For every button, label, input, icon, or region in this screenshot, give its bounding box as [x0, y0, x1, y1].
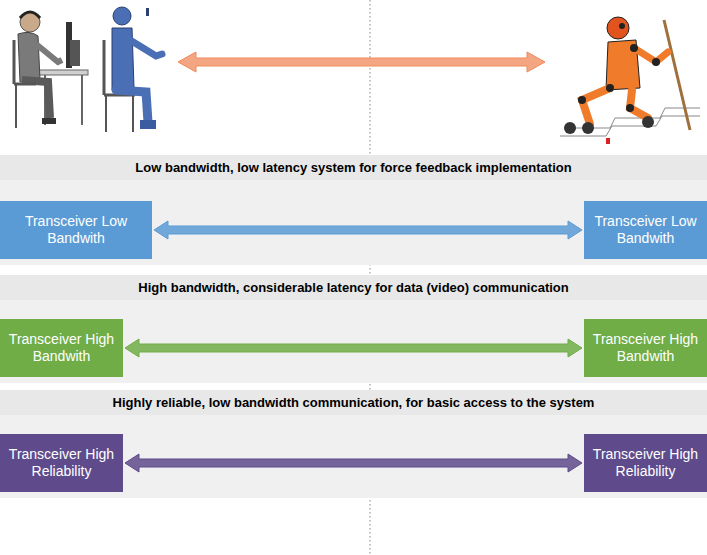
operator-figure: [14, 12, 88, 128]
transceiver-box: Transceiver High Bandwith: [584, 319, 707, 377]
humanoid-figure: [104, 7, 162, 132]
transceiver-box: Transceiver Low Bandwith: [0, 201, 152, 259]
box-label: Transceiver High Reliability: [6, 446, 117, 480]
box-label: Transceiver Low Bandwith: [6, 213, 146, 247]
link-arrow: [125, 339, 582, 357]
channel-band: Low bandwidth, low latency system for fo…: [0, 155, 707, 265]
box-label: Transceiver High Bandwith: [6, 331, 117, 365]
band-heading: Low bandwidth, low latency system for fo…: [0, 155, 707, 180]
link-arrow: [178, 52, 545, 72]
link-arrow: [154, 221, 582, 239]
transceiver-box: Transceiver Low Bandwith: [584, 201, 707, 259]
transceiver-box: Transceiver High Reliability: [584, 434, 707, 492]
band-heading: Highly reliable, low bandwidth communica…: [0, 390, 707, 415]
transceiver-box: Transceiver High Reliability: [0, 434, 123, 492]
box-label: Transceiver High Bandwith: [590, 331, 701, 365]
box-label: Transceiver High Reliability: [590, 446, 701, 480]
box-label: Transceiver Low Bandwith: [590, 213, 701, 247]
transceiver-box: Transceiver High Bandwith: [0, 319, 123, 377]
robot-figure: [560, 17, 700, 144]
link-arrow: [125, 454, 582, 472]
channel-band: Highly reliable, low bandwidth communica…: [0, 390, 707, 498]
channel-band: High bandwidth, considerable latency for…: [0, 275, 707, 383]
band-heading: High bandwidth, considerable latency for…: [0, 275, 707, 300]
